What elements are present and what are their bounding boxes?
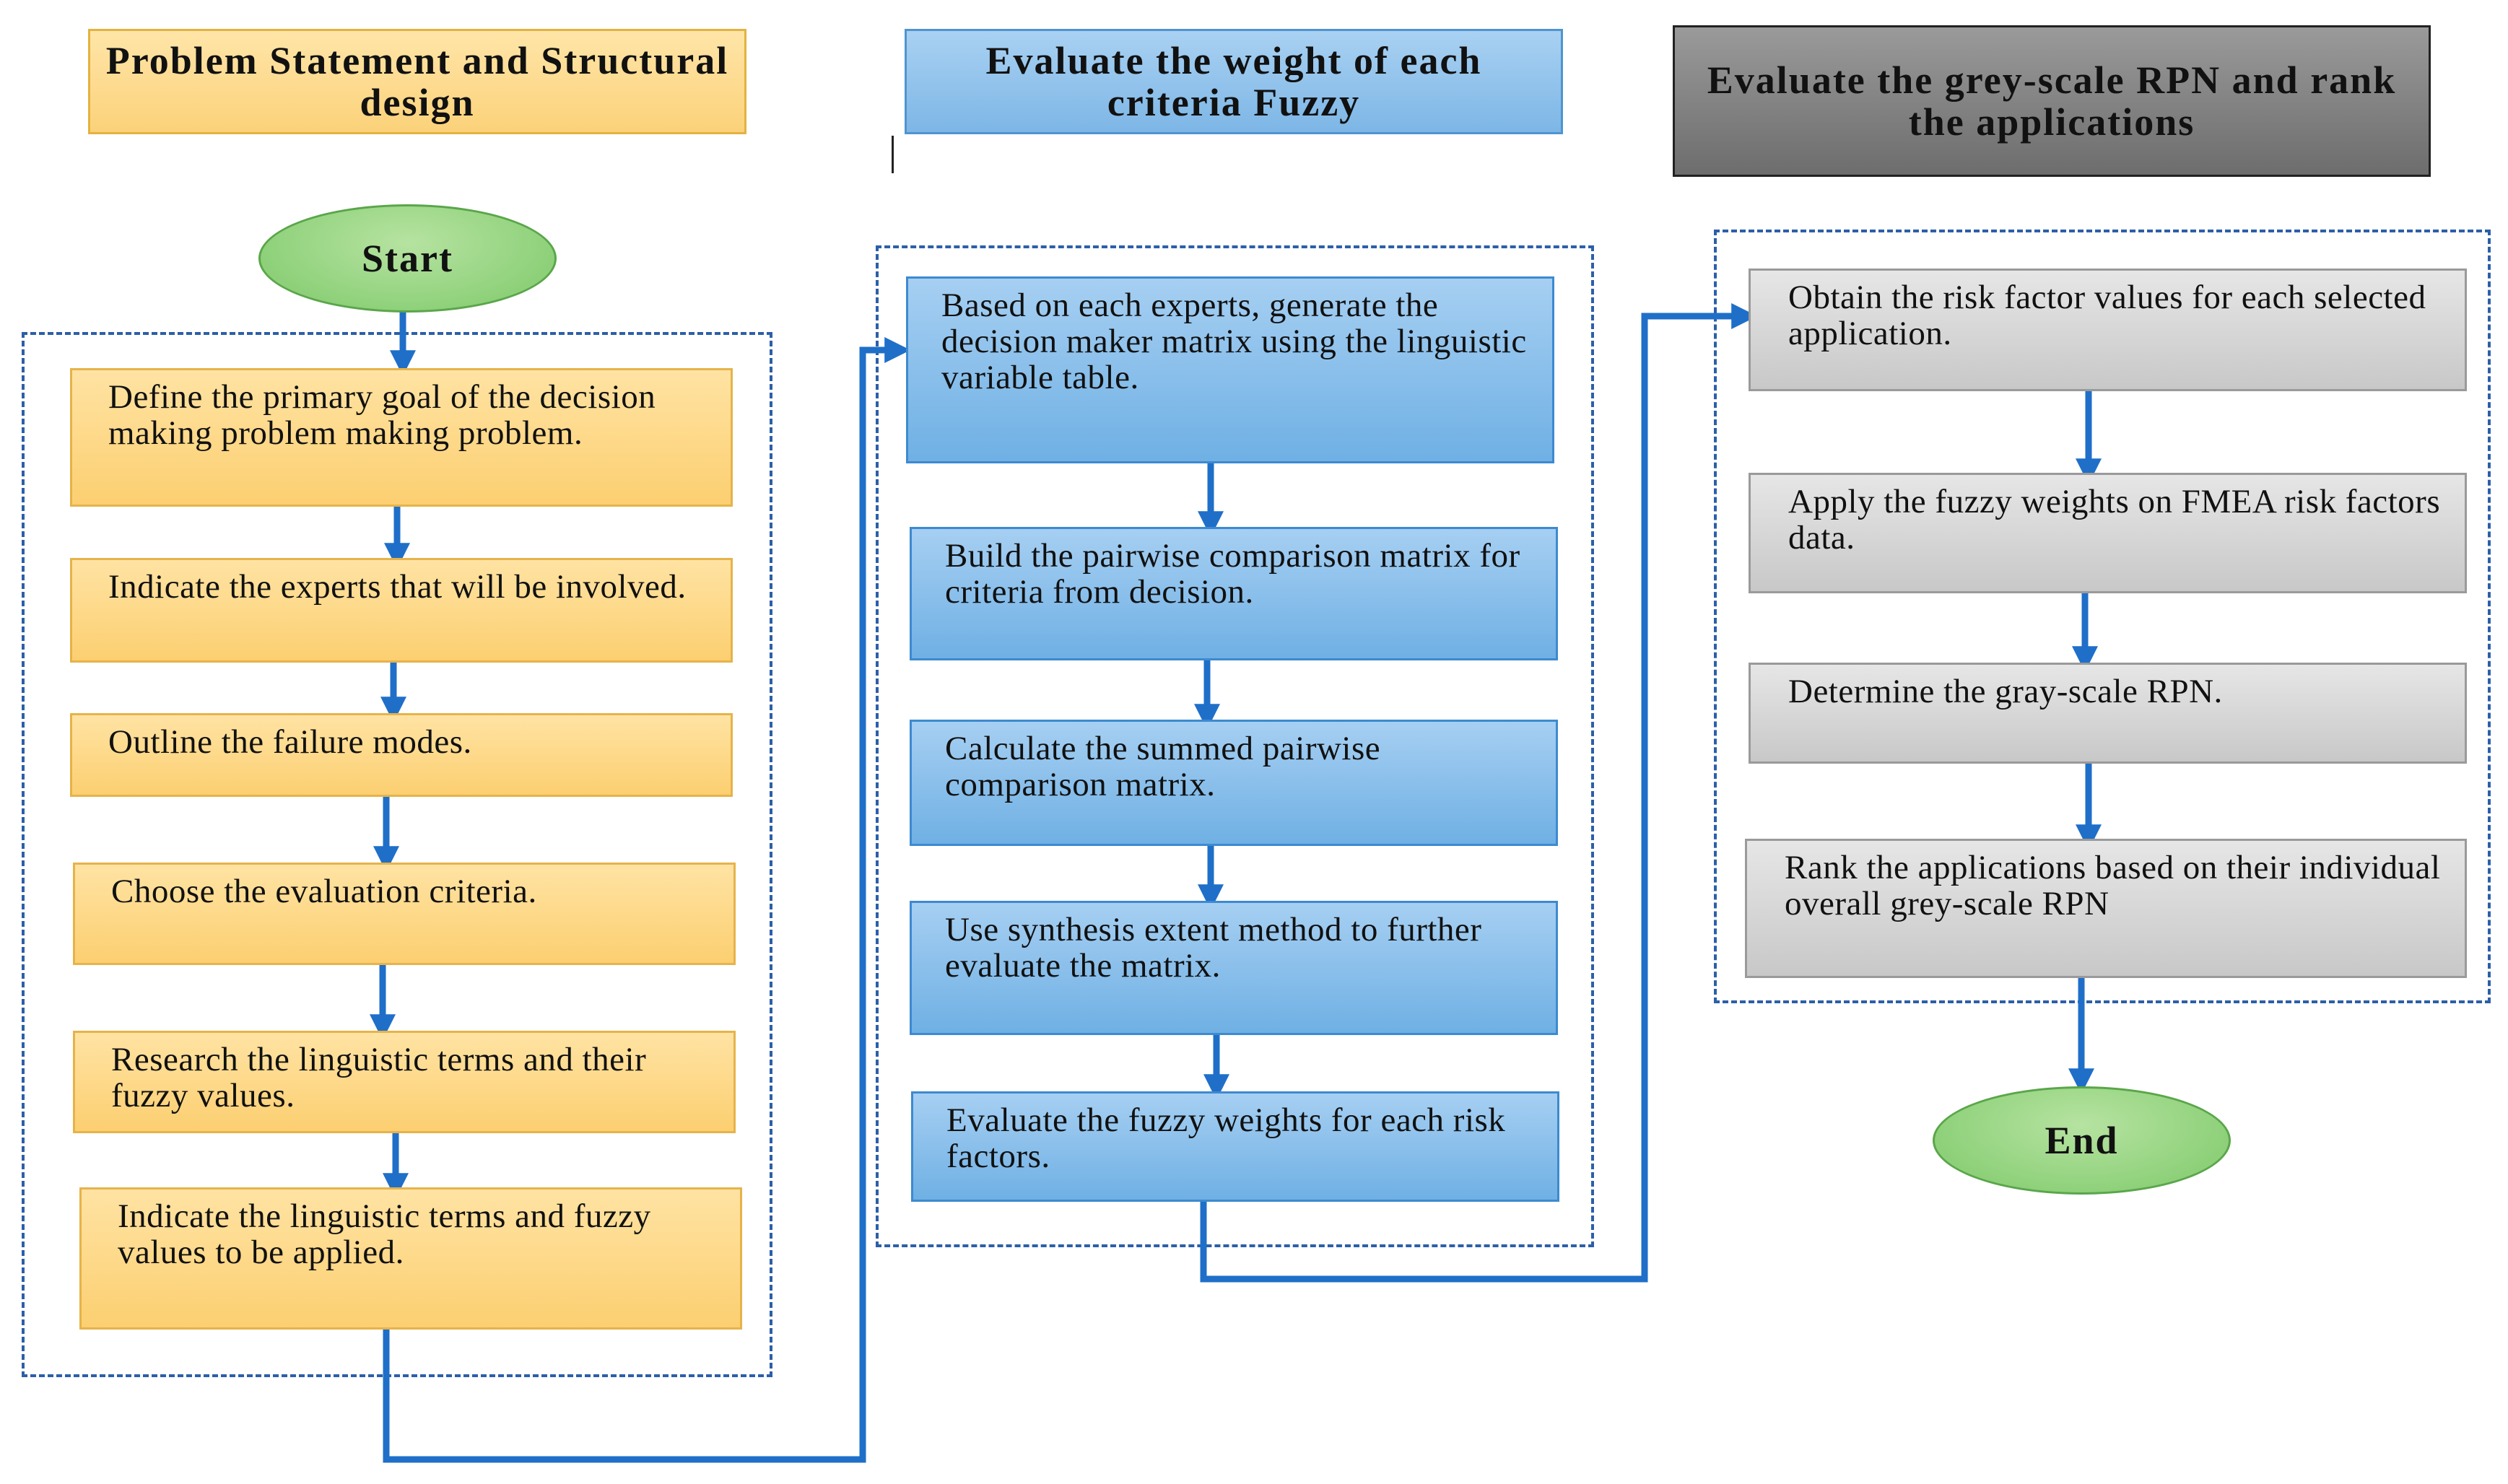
- step-summed-pairwise-matrix: Calculate the summed pairwise comparison…: [910, 720, 1558, 846]
- header-evaluate-weight: Evaluate the weight of each criteria Fuz…: [905, 29, 1563, 134]
- step-gray-scale-rpn: Determine the gray-scale RPN.: [1749, 663, 2467, 764]
- arrow-col1-to-col2: [383, 337, 911, 1463]
- header-problem-statement: Problem Statement and Structural design: [88, 29, 746, 134]
- step-rank-applications: Rank the applications based on their ind…: [1745, 839, 2467, 978]
- step-decision-maker-matrix: Based on each experts, generate the deci…: [906, 276, 1554, 463]
- arrow-col2-to-col3: [1200, 303, 1758, 1283]
- step-obtain-risk-factors: Obtain the risk factor values for each s…: [1749, 269, 2467, 391]
- step-define-goal: Define the primary goal of the decision …: [70, 368, 733, 507]
- start-terminal: Start: [258, 204, 557, 313]
- step-outline-failure-modes: Outline the failure modes.: [70, 713, 733, 797]
- step-build-pairwise-matrix: Build the pairwise comparison matrix for…: [910, 527, 1558, 660]
- group-frame-problem: [22, 332, 772, 1377]
- step-indicate-experts: Indicate the experts that will be involv…: [70, 558, 733, 663]
- group-frame-rpn: [1714, 230, 2491, 1003]
- step-research-linguistic-terms: Research the linguistic terms and their …: [73, 1031, 736, 1133]
- end-terminal: End: [1933, 1086, 2231, 1195]
- step-apply-fuzzy-weights: Apply the fuzzy weights on FMEA risk fac…: [1749, 473, 2467, 593]
- step-synthesis-extent: Use synthesis extent method to further e…: [910, 901, 1558, 1035]
- step-fuzzy-weights: Evaluate the fuzzy weights for each risk…: [911, 1091, 1559, 1202]
- header-evaluate-rpn: Evaluate the grey-scale RPN and rank the…: [1673, 25, 2431, 177]
- group-frame-weights: [876, 245, 1594, 1247]
- step-choose-criteria: Choose the evaluation criteria.: [73, 863, 736, 965]
- step-indicate-linguistic-terms: Indicate the linguistic terms and fuzzy …: [79, 1187, 742, 1330]
- text-cursor: [892, 136, 894, 173]
